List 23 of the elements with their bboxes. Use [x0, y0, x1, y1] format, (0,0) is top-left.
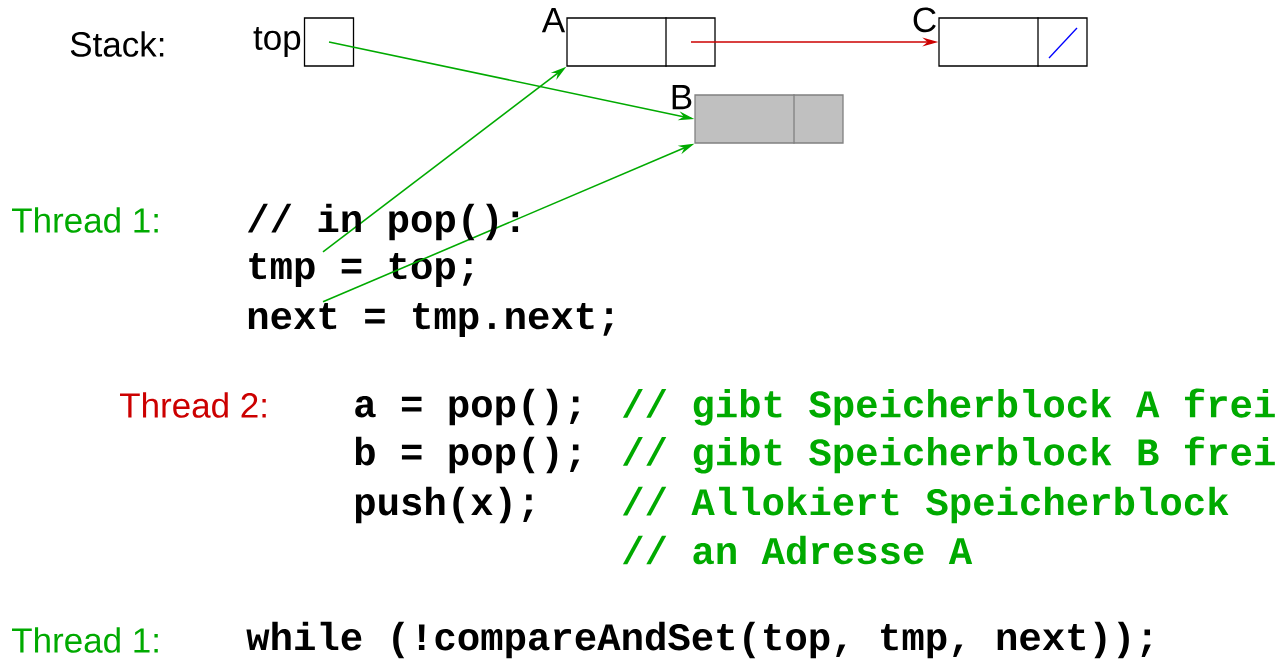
- code-comment: // gibt Speicherblock B frei: [622, 436, 1275, 474]
- code-line: tmp = top;: [249, 252, 473, 288]
- thread-label: Thread 1:: [12, 627, 158, 653]
- list-node: A: [541, 8, 716, 68]
- code-comment: // gibt Speicherblock A frei: [622, 388, 1275, 426]
- code-text: b = pop();: [355, 436, 580, 474]
- node-label: A: [541, 8, 566, 33]
- code-text: a = pop();: [355, 388, 580, 426]
- list-node: B: [672, 85, 844, 145]
- code-text: // in pop():: [247, 203, 519, 241]
- thread-label: Stack:: [70, 31, 164, 57]
- list-node: C: [913, 7, 1088, 68]
- thread-label: Thread 2:: [120, 392, 266, 418]
- thread-label: Thread 1:: [12, 207, 158, 233]
- code-line: next = tmp.next;: [248, 302, 613, 338]
- code-comment: // an Adresse A: [622, 535, 973, 565]
- code-text: while (!compareAndSet(top, tmp, next));: [246, 621, 1151, 659]
- node-label: C: [913, 7, 936, 33]
- code-text: push(x);: [355, 486, 533, 524]
- node-label: top: [253, 27, 301, 57]
- code-comment: // Allokiert Speicherblock: [622, 486, 1229, 524]
- node-label: B: [672, 85, 692, 110]
- pointer-box: top: [253, 17, 355, 67]
